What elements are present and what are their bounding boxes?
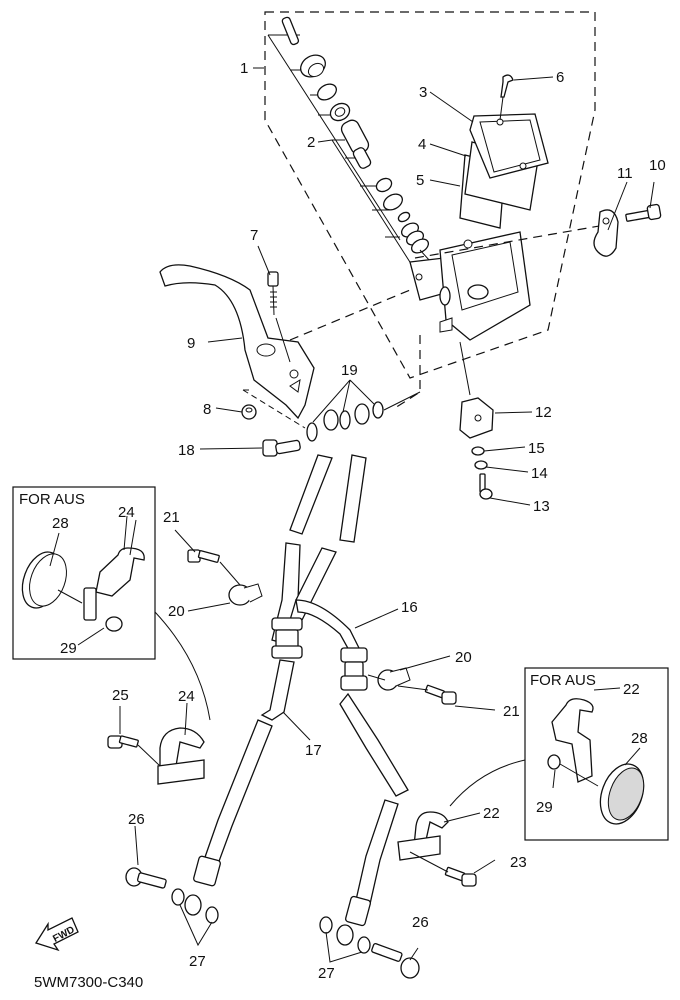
callout-21a: 21 [163, 509, 180, 526]
callout-21b: 21 [503, 703, 520, 720]
callout-27a: 27 [189, 953, 206, 970]
hose-fitting-left [271, 617, 303, 659]
spring [400, 222, 430, 254]
callout-9: 9 [187, 335, 195, 352]
callout-27b: 27 [318, 965, 335, 982]
leader-lines [49, 67, 655, 961]
holder [228, 583, 263, 606]
reservoir-cap-group [459, 74, 549, 229]
callout-24a: 24 [118, 504, 135, 521]
brake-hose-16 [295, 599, 361, 653]
circlip [317, 83, 337, 101]
callout-26b: 26 [412, 914, 429, 931]
washer [474, 460, 488, 470]
projection-line [394, 335, 421, 409]
master-cylinder-body [409, 231, 531, 341]
union-bolt [262, 439, 301, 457]
callout-25: 25 [112, 687, 129, 704]
gaskets [306, 401, 384, 442]
inset-right: FOR AUS [524, 667, 669, 841]
callout-28b: 28 [631, 730, 648, 747]
screw [500, 74, 514, 98]
callout-7: 7 [250, 227, 258, 244]
bolt [187, 549, 220, 563]
callout-12: 12 [535, 404, 552, 421]
callout-20a: 20 [168, 603, 185, 620]
assembly-boundary [264, 11, 596, 379]
callout-18: 18 [178, 442, 195, 459]
bolt [625, 203, 662, 222]
callout-29a: 29 [60, 640, 77, 657]
projection-line [289, 289, 411, 341]
callout-10: 10 [649, 157, 666, 174]
brake-hose-17 [193, 659, 295, 887]
callout-8: 8 [203, 401, 211, 418]
hose-guide [157, 727, 205, 785]
callout-3: 3 [419, 84, 427, 101]
callout-1: 1 [240, 60, 248, 77]
callout-labels: 1 2 3 4 5 6 7 8 9 10 11 12 13 14 15 16 1… [52, 60, 666, 982]
inset-title: FOR AUS [19, 491, 85, 508]
callout-4: 4 [418, 136, 426, 153]
projection-line [414, 224, 606, 259]
gaskets [171, 888, 219, 924]
bolt [107, 735, 139, 749]
push-rod [281, 16, 300, 46]
callout-11: 11 [617, 165, 633, 182]
inset-title: FOR AUS [530, 672, 596, 689]
callout-5: 5 [416, 172, 424, 189]
gaskets [319, 916, 371, 954]
drawing-code: 5WM7300-C340 [34, 974, 143, 991]
union-bolt [371, 943, 420, 979]
washer [471, 446, 485, 456]
piston-kit-stack [267, 16, 441, 273]
bolt [444, 866, 477, 887]
hose-guide [397, 811, 449, 861]
callout-15: 15 [528, 440, 545, 457]
bolt [424, 684, 457, 705]
callout-26a: 26 [128, 811, 145, 828]
callout-2: 2 [307, 134, 315, 151]
bolt [267, 271, 279, 316]
callout-20b: 20 [455, 649, 472, 666]
callout-23: 23 [510, 854, 527, 871]
holder [593, 209, 619, 257]
callout-24b: 24 [178, 688, 195, 705]
holder [377, 667, 411, 691]
callout-14: 14 [531, 465, 548, 482]
inset-left: FOR AUS [12, 486, 156, 660]
callout-6: 6 [556, 69, 564, 86]
union-bolt [125, 867, 167, 889]
brake-lever [159, 264, 315, 420]
callout-29b: 29 [536, 799, 553, 816]
nut [241, 404, 257, 420]
callout-16: 16 [401, 599, 418, 616]
screw [479, 473, 493, 500]
callout-22a: 22 [623, 681, 640, 698]
hose-fitting-right [340, 647, 368, 691]
callout-22b: 22 [483, 805, 500, 822]
callout-13: 13 [533, 498, 550, 515]
callout-17: 17 [305, 742, 322, 759]
callout-19: 19 [341, 362, 358, 379]
brake-hose-right-lower [339, 692, 409, 927]
forward-direction-arrow: FWD [35, 917, 79, 952]
front-stop-switch [459, 397, 494, 439]
callout-28a: 28 [52, 515, 69, 532]
